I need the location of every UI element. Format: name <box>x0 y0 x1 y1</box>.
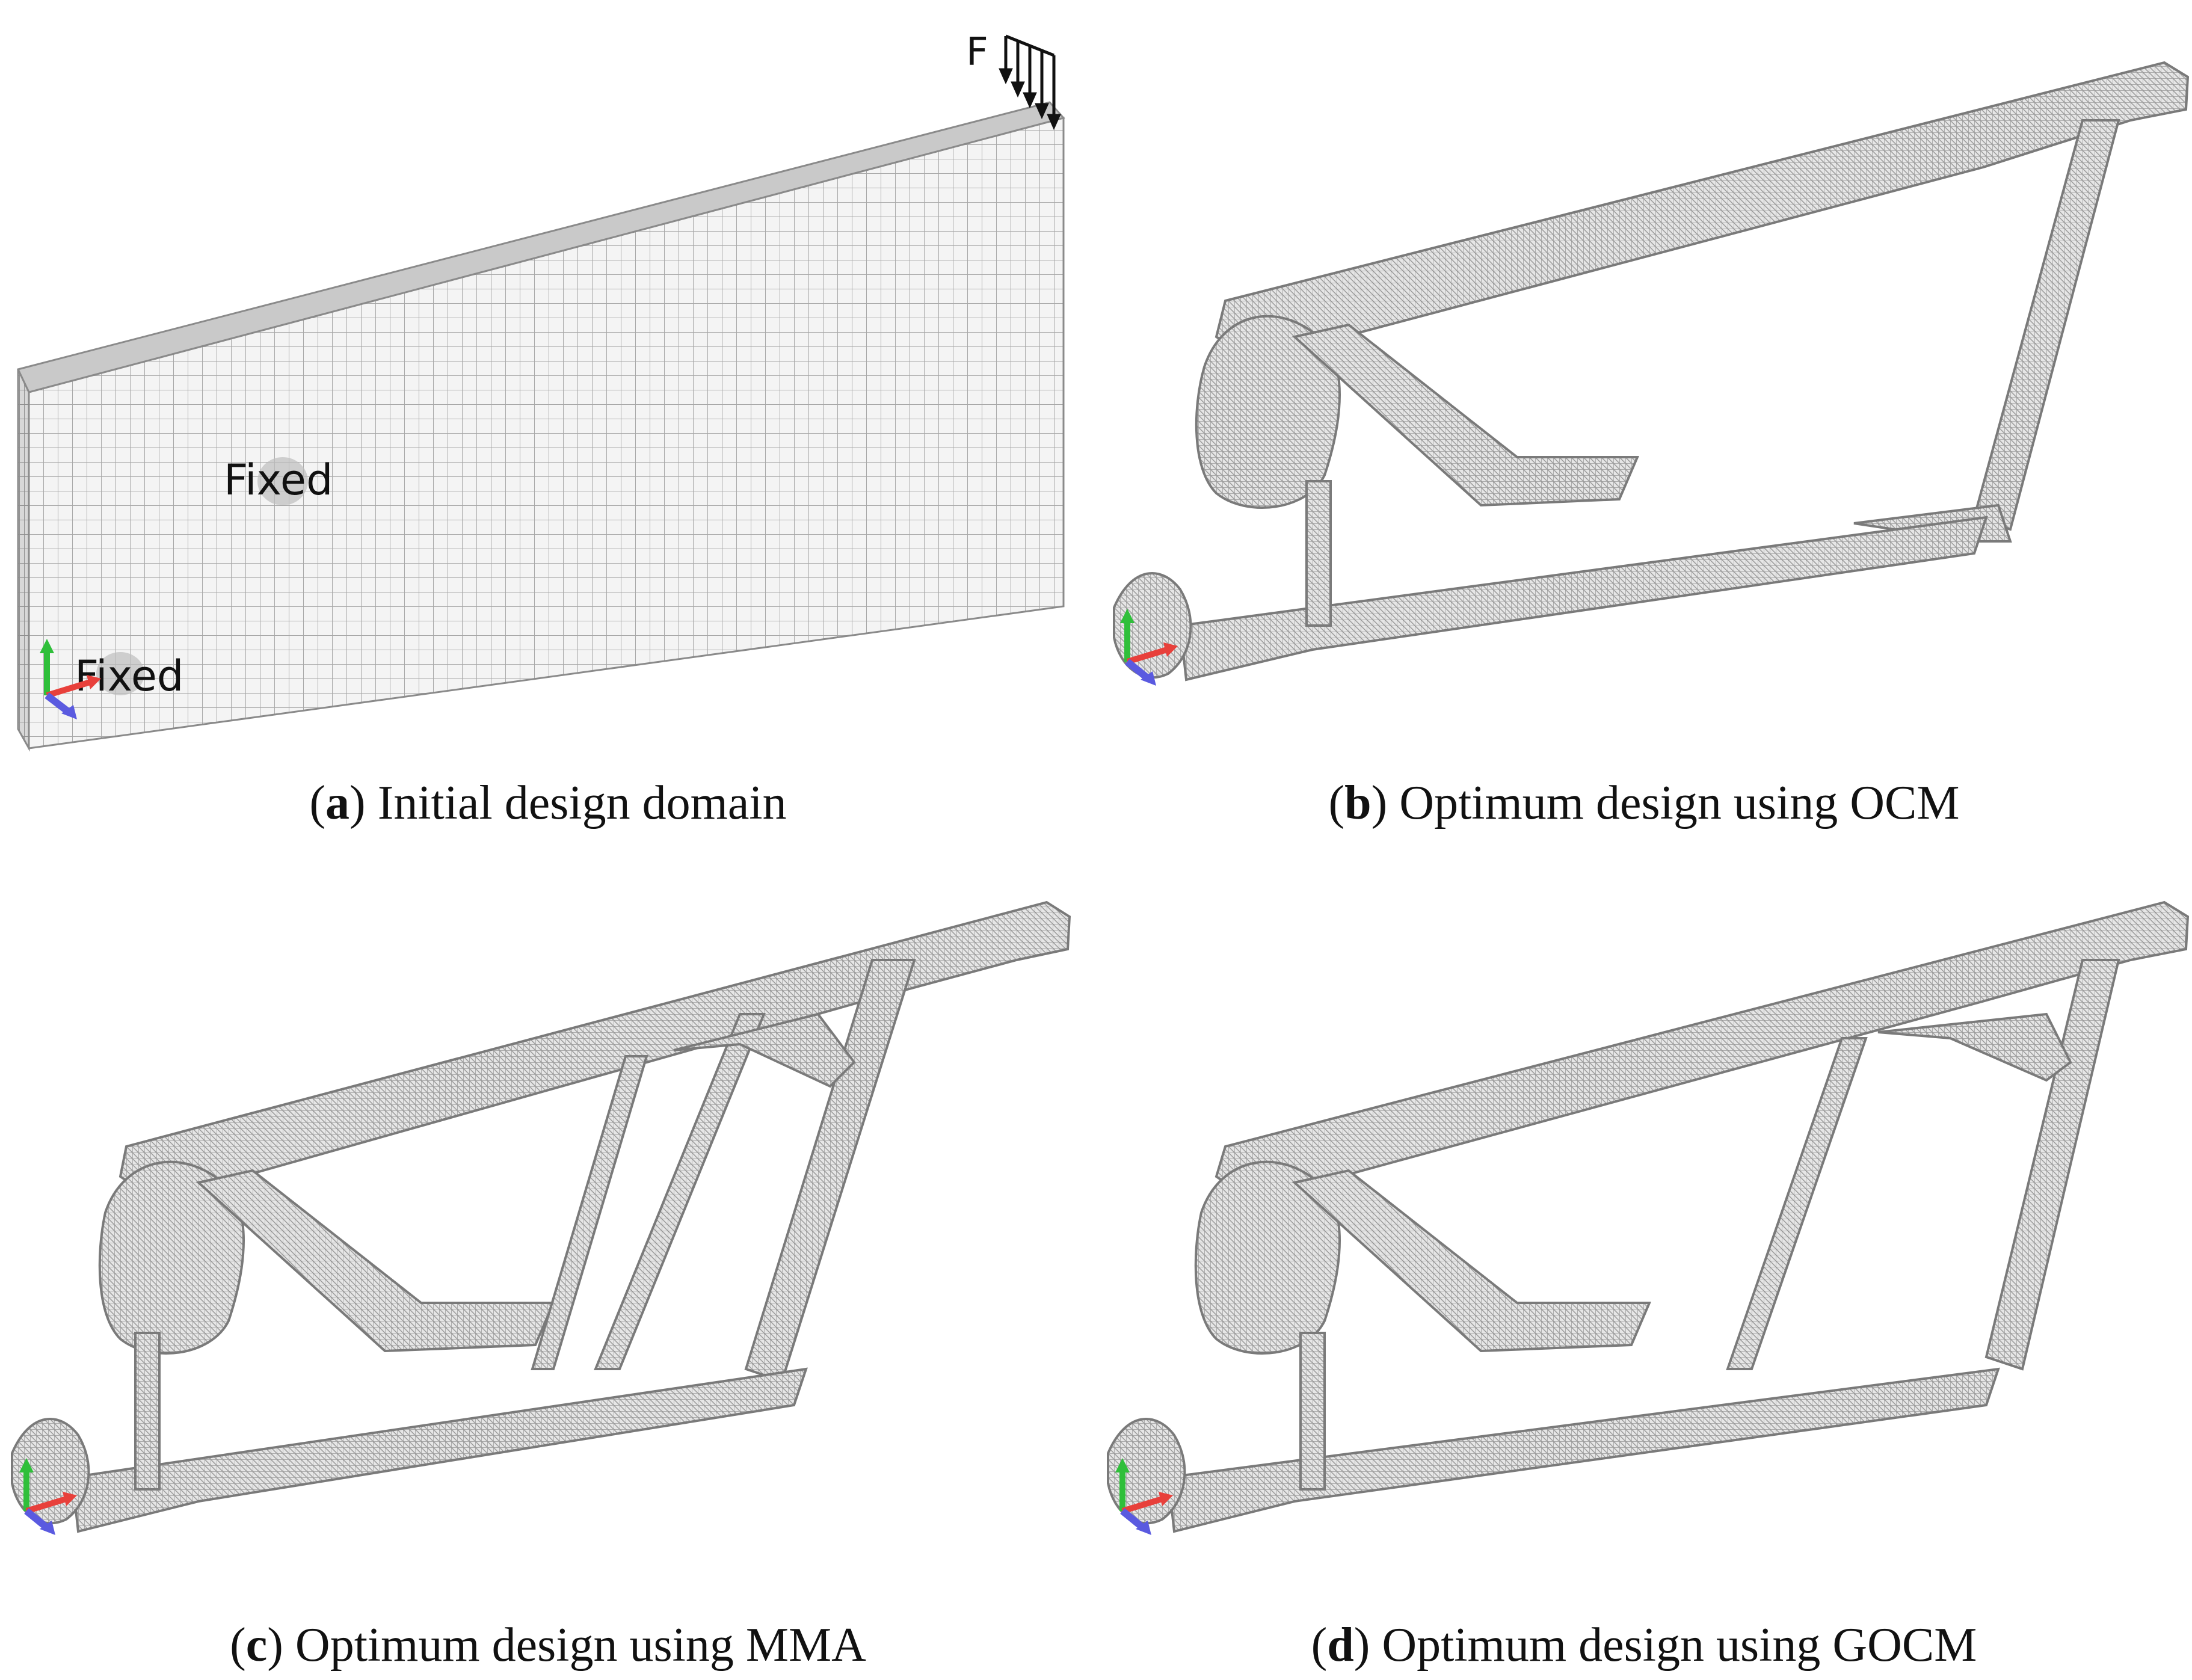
caption-letter: d <box>1327 1619 1354 1672</box>
caption-a: (a) Initial design domain <box>309 777 787 829</box>
diagonal-strut <box>1972 119 2120 531</box>
caption-letter: a <box>325 777 350 829</box>
caption-c: (c) Optimum design using MMA <box>230 1619 866 1672</box>
load-label: F <box>966 30 988 75</box>
ocm-structure-drawing <box>1113 61 2190 686</box>
bottom-chord <box>1166 1367 2000 1533</box>
caption-text: Optimum design using GOCM <box>1382 1619 1977 1672</box>
panel-mma-design: (c) Optimum design using MMA <box>0 840 1096 1680</box>
ocm-structure <box>1113 61 2190 682</box>
bottom-chord <box>70 1367 808 1533</box>
bottom-chord <box>1178 515 1988 682</box>
mma-structure-drawing <box>11 900 1071 1535</box>
vertical-post <box>1299 1332 1326 1491</box>
inner-strut-2 <box>594 1013 766 1370</box>
caption-letter: b <box>1344 777 1372 829</box>
panel-gocm-design: (d) Optimum design using GOCM <box>1096 840 2192 1680</box>
caption-text: Optimum design using MMA <box>295 1619 866 1672</box>
caption-text: Optimum design using OCM <box>1399 777 1960 829</box>
inner-strut-1 <box>531 1055 648 1370</box>
diagonal-lower <box>195 1169 556 1353</box>
hub <box>1194 1160 1341 1355</box>
domain-front-face <box>28 117 1065 749</box>
coordinate-triad-icon <box>1115 1458 1173 1535</box>
gocm-structure-drawing <box>1107 900 2190 1535</box>
diagonal-lower <box>1291 1169 1652 1353</box>
panel-ocm-design: (b) Optimum design using OCM <box>1096 0 2192 840</box>
coordinate-triad-icon <box>19 1458 77 1535</box>
caption-b: (b) Optimum design using OCM <box>1328 777 1960 829</box>
fixed-support-lower <box>96 652 144 695</box>
coordinate-triad-icon <box>40 639 101 719</box>
coordinate-triad-icon <box>1120 609 1178 686</box>
cross-brace <box>1877 1012 2072 1082</box>
load-arrows-icon <box>999 34 1061 131</box>
domain-side-face <box>17 369 30 752</box>
fixed-support-upper <box>257 457 308 505</box>
panel-initial-design-domain: F Fixed Fixed (a) Initial design domain <box>0 0 1096 840</box>
vertical-post <box>134 1332 161 1491</box>
diagonal-strut <box>1984 959 2120 1371</box>
caption-d: (d) Optimum design using GOCM <box>1311 1619 1977 1672</box>
caption-text: Initial design domain <box>377 777 787 829</box>
inner-strut <box>1726 1037 1868 1370</box>
mma-structure <box>11 900 1071 1533</box>
design-domain-drawing: F Fixed Fixed <box>16 30 1065 752</box>
cross-brace <box>673 1012 856 1088</box>
vertical-post <box>1305 480 1332 627</box>
diagonal-lower <box>1291 323 1640 507</box>
hub <box>98 1160 245 1355</box>
fixed-label-lower: Fixed <box>75 651 183 701</box>
hub <box>1195 315 1341 509</box>
caption-letter: c <box>245 1619 268 1672</box>
gocm-structure <box>1107 900 2190 1533</box>
fixed-label-upper: Fixed <box>224 455 333 505</box>
